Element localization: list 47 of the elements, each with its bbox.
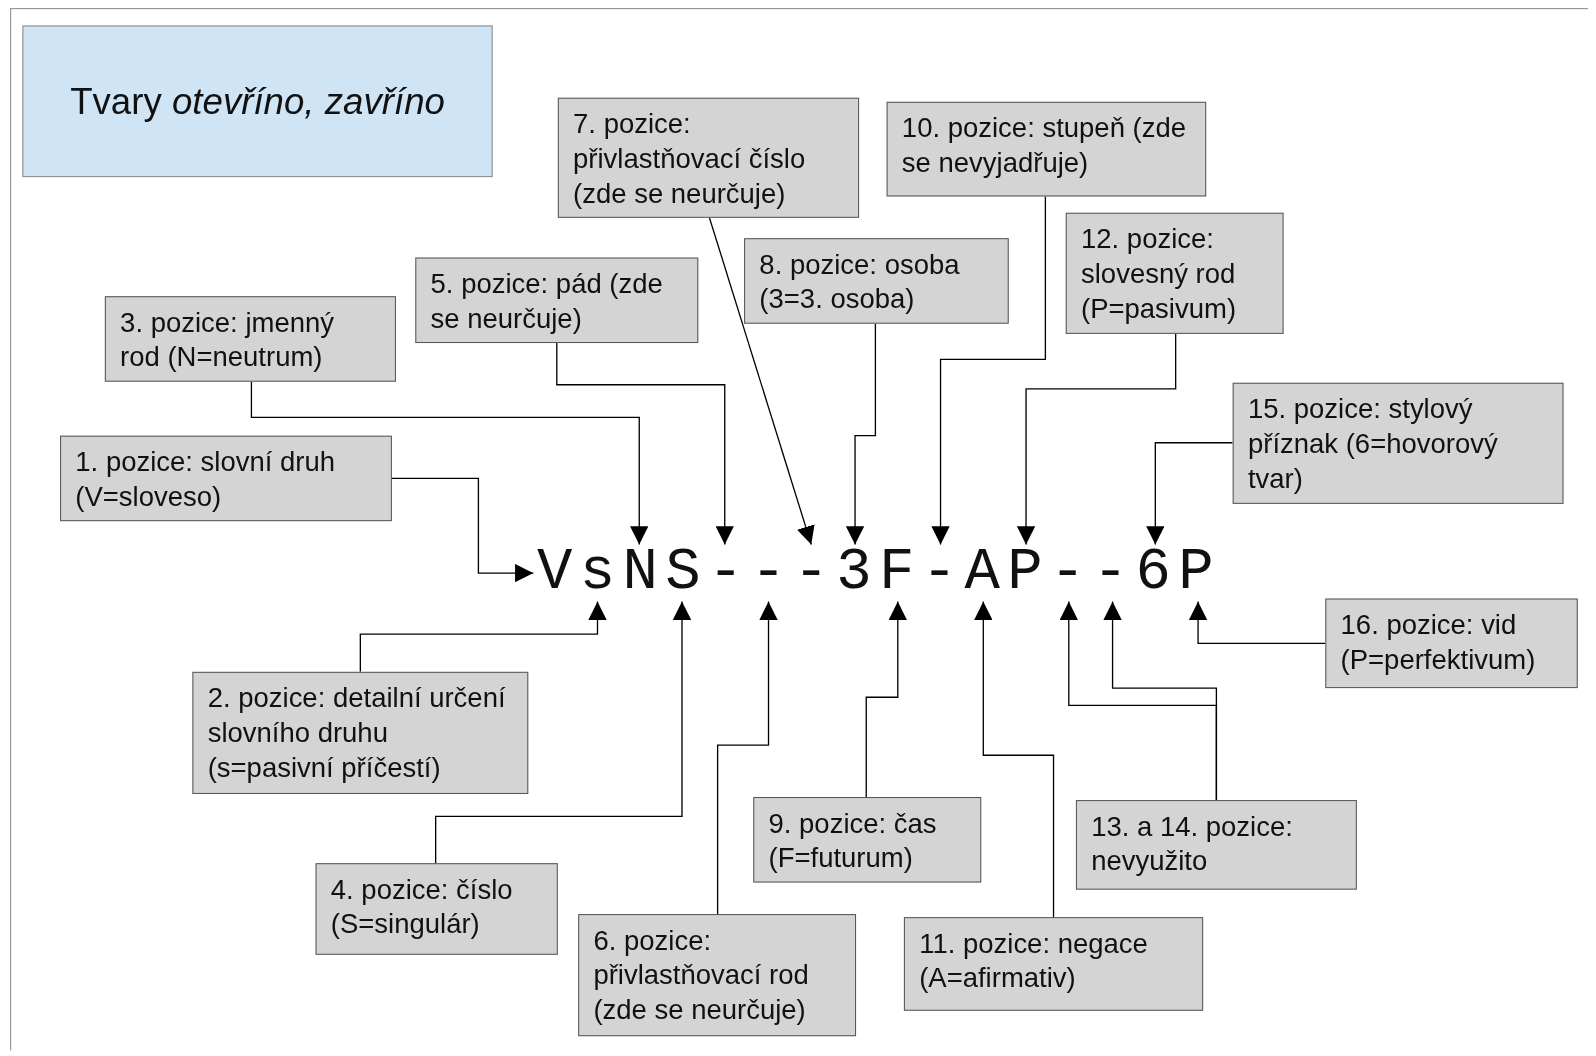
leader-arrow (391, 477, 535, 583)
leader-arrow (359, 600, 607, 673)
callout-box: 12. pozice: slovesný rod (P=pasivum) (1065, 212, 1284, 334)
leader-arrow (1146, 442, 1234, 546)
callout-box: 15. pozice: stylový příznak (6=hovorový tvar) (1232, 382, 1564, 504)
callout-box: 8. pozice: osoba (3=3. osoba) (744, 238, 1009, 324)
tag-character: A (960, 544, 1004, 602)
tag-character: V (533, 544, 577, 602)
tag-character: - (704, 544, 748, 602)
leader-arrow (556, 342, 734, 546)
leader-arrow (716, 600, 778, 915)
title-box: Tvary otevříno, zavříno (22, 25, 493, 178)
tag-character: - (747, 544, 790, 602)
callout-box: 10. pozice: stupeň (zde se nevyjadřuje) (886, 101, 1207, 197)
leader-arrow (1016, 333, 1177, 546)
callout-box: 3. pozice: jmenný rod (N=neutrum) (104, 296, 396, 382)
callout-box: 1. pozice: slovní druh (V=sloveso) (60, 435, 392, 522)
leader-arrow (974, 600, 1055, 918)
callout-box: 13. a 14. pozice: nevyužito (1075, 800, 1357, 890)
tag-character: - (1046, 544, 1090, 602)
tag-character: - (789, 544, 833, 602)
leader-arrow (845, 323, 877, 546)
tag-character: P (1174, 544, 1218, 602)
callout-box: 4. pozice: číslo (S=singulár) (315, 863, 558, 955)
tag-character: F (875, 544, 919, 602)
callout-box: 6. pozice: přivlastňovací rod (zde se neurčuje) (578, 914, 857, 1037)
tag-character: 3 (832, 544, 876, 602)
leader-arrow (708, 217, 815, 546)
callout-box: 2. pozice: detailní určení slovního druhu (s=pasivní příčestí) (192, 671, 529, 794)
callout-box: 7. pozice: přivlastňovací číslo (zde se neurčuje) (557, 97, 860, 218)
leader-arrow (931, 195, 1047, 546)
tag-character: P (1003, 544, 1047, 602)
callout-box: 11. pozice: negace (A=afirmativ) (903, 917, 1204, 1011)
callout-box: 16. pozice: vid (P=perfektivum) (1325, 598, 1578, 689)
callout-box: 9. pozice: čas (F=futurum) (753, 797, 982, 883)
tag-character: - (1089, 544, 1132, 602)
leader-arrow (435, 600, 692, 864)
leader-arrow (1103, 600, 1218, 801)
leader-arrow (1188, 600, 1326, 644)
tag-character: 6 (1131, 544, 1175, 602)
tag-character: S (661, 544, 705, 602)
tag-character: N (618, 544, 662, 602)
leader-arrow (865, 600, 907, 798)
tag-character: s (576, 544, 619, 602)
leader-arrow (250, 381, 649, 546)
callout-box: 5. pozice: pád (zde se neurčuje) (415, 257, 699, 344)
tag-character: - (918, 544, 961, 602)
